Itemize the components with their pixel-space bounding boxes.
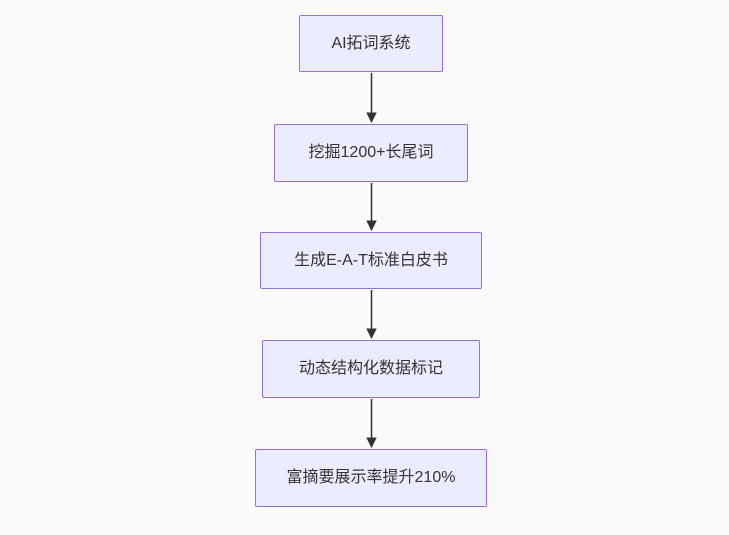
flow-node-label: 挖掘1200+长尾词 xyxy=(308,144,434,162)
flow-node-label: 富摘要展示率提升210% xyxy=(286,469,456,487)
flow-node-label: AI拓词系统 xyxy=(331,34,411,52)
flow-node-eat-whitepaper: 生成E-A-T标准白皮书 xyxy=(260,232,482,289)
flow-node-structured-data: 动态结构化数据标记 xyxy=(262,340,480,398)
flow-node-longtail-mining: 挖掘1200+长尾词 xyxy=(274,124,468,182)
flow-node-rich-snippet-result: 富摘要展示率提升210% xyxy=(255,449,487,507)
flow-node-label: 动态结构化数据标记 xyxy=(298,360,443,378)
flow-node-label: 生成E-A-T标准白皮书 xyxy=(294,251,448,269)
flow-node-ai-system: AI拓词系统 xyxy=(299,15,443,72)
